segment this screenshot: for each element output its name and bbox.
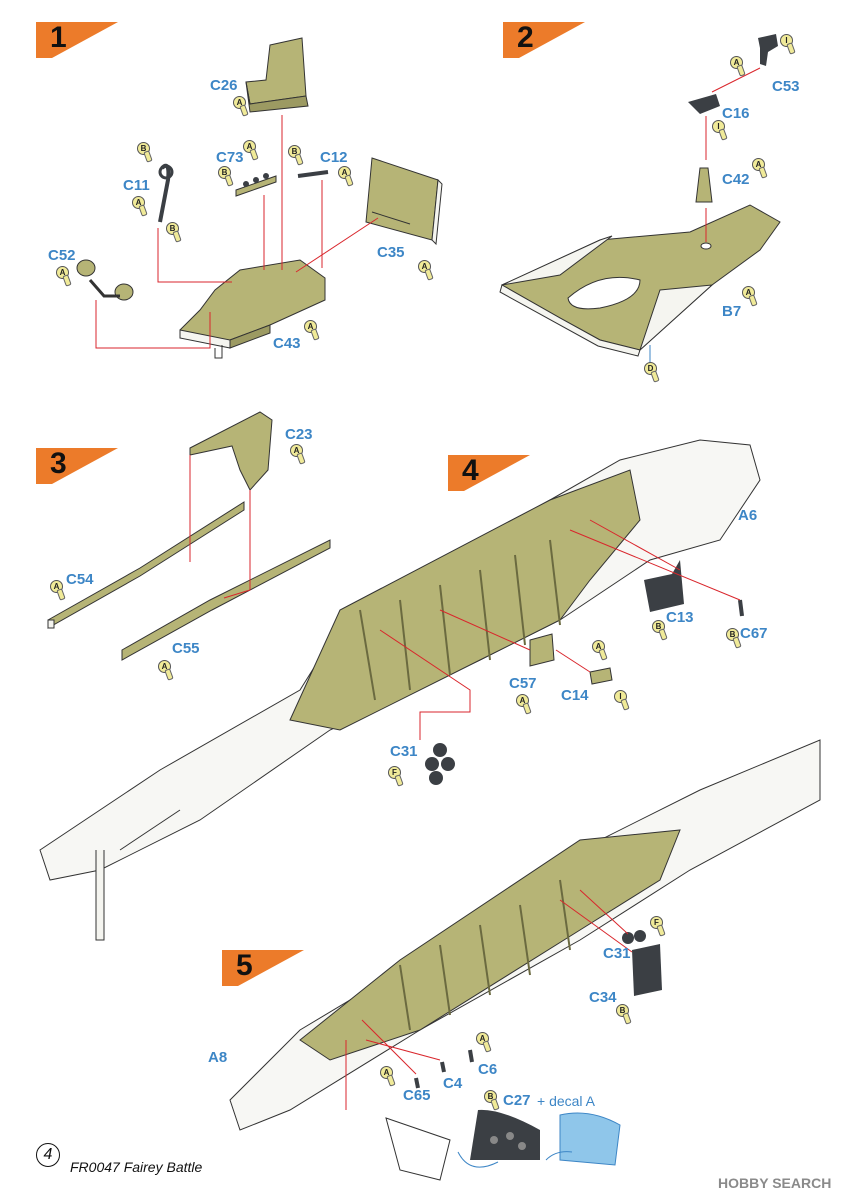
page-number: 4 (36, 1143, 60, 1167)
sprue-badge-icon: A (380, 1066, 393, 1079)
step-1-number: 1 (50, 21, 67, 54)
decal-note: + decal A (537, 1093, 595, 1109)
sprue-badge-icon: B (288, 145, 301, 158)
part-label-c14: C14 (561, 687, 589, 704)
sprue-badge-icon: A (158, 660, 171, 673)
part-label-c11: C11 (123, 177, 150, 194)
sprue-badge-icon: B (137, 142, 150, 155)
part-label-c4: C4 (443, 1075, 463, 1092)
sprue-badge-icon: B (166, 222, 179, 235)
sprue-badge-icon: A (742, 286, 755, 299)
sprue-badge-icon: B (484, 1090, 497, 1103)
sprue-badge-icon: I (712, 120, 725, 133)
part-label-c65: C65 (403, 1087, 431, 1104)
sprue-badge-icon: B (218, 166, 231, 179)
part-label-a6: A6 (738, 507, 758, 524)
sprue-badge-icon: A (243, 140, 256, 153)
part-label-c34: C34 (589, 989, 617, 1006)
part-label-c31-step4: C31 (390, 743, 418, 760)
sprue-badge-icon: I (780, 34, 793, 47)
part-label-c54: C54 (66, 571, 94, 588)
sprue-badge-icon: B (726, 628, 739, 641)
sprue-badge-icon: F (388, 766, 401, 779)
part-label-c6: C6 (478, 1061, 498, 1078)
step-5-number: 5 (236, 949, 253, 982)
part-label-c42: C42 (722, 171, 750, 188)
part-label-c23: C23 (285, 426, 313, 443)
step-4-number: 4 (462, 454, 479, 487)
step4-drawing (39, 439, 761, 941)
sprue-badge-icon: A (476, 1032, 489, 1045)
part-label-c13: C13 (666, 609, 694, 626)
sprue-badge-icon: D (644, 362, 657, 375)
sprue-badge-icon: A (730, 56, 743, 69)
part-label-c27: C27 (503, 1092, 531, 1109)
part-label-c55: C55 (172, 640, 200, 657)
sprue-badge-icon: A (752, 158, 765, 171)
step-2-number: 2 (517, 21, 534, 54)
part-label-c52: C52 (48, 247, 76, 264)
sprue-badge-icon: A (304, 320, 317, 333)
step1-drawing (76, 37, 443, 359)
part-label-c31-step5: C31 (603, 945, 631, 962)
part-label-c67: C67 (740, 625, 768, 642)
sprue-badge-icon: A (56, 266, 69, 279)
sprue-badge-icon: A (132, 196, 145, 209)
part-label-c73: C73 (216, 149, 244, 166)
part-label-a8: A8 (208, 1049, 228, 1066)
sprue-badge-icon: A (50, 580, 63, 593)
sprue-badge-icon: A (516, 694, 529, 707)
sprue-badge-icon: I (614, 690, 627, 703)
part-label-c12: C12 (320, 149, 348, 166)
sprue-badge-icon: A (290, 444, 303, 457)
part-label-c43: C43 (273, 335, 301, 352)
sprue-badge-icon: A (338, 166, 351, 179)
step2-drawing (499, 34, 781, 370)
part-label-c57: C57 (509, 675, 537, 692)
part-label-c16: C16 (722, 105, 750, 122)
sprue-badge-icon: A (418, 260, 431, 273)
part-label-b7: B7 (722, 303, 742, 320)
part-label-c26: C26 (210, 77, 238, 94)
sprue-badge-icon: A (233, 96, 246, 109)
step-3-number: 3 (50, 447, 67, 480)
sprue-badge-icon: B (616, 1004, 629, 1017)
step-banners (36, 22, 585, 986)
watermark-text: HOBBY SEARCH (718, 1175, 832, 1191)
part-label-c35: C35 (377, 244, 405, 261)
part-label-c53: C53 (772, 78, 800, 95)
footer-title: FR0047 Fairey Battle (70, 1159, 203, 1175)
sprue-badge-icon: B (652, 620, 665, 633)
sprue-badge-icon: F (650, 916, 663, 929)
sprue-badge-icon: A (592, 640, 605, 653)
step5-drawing (229, 739, 821, 1181)
step3-drawing (47, 411, 331, 661)
